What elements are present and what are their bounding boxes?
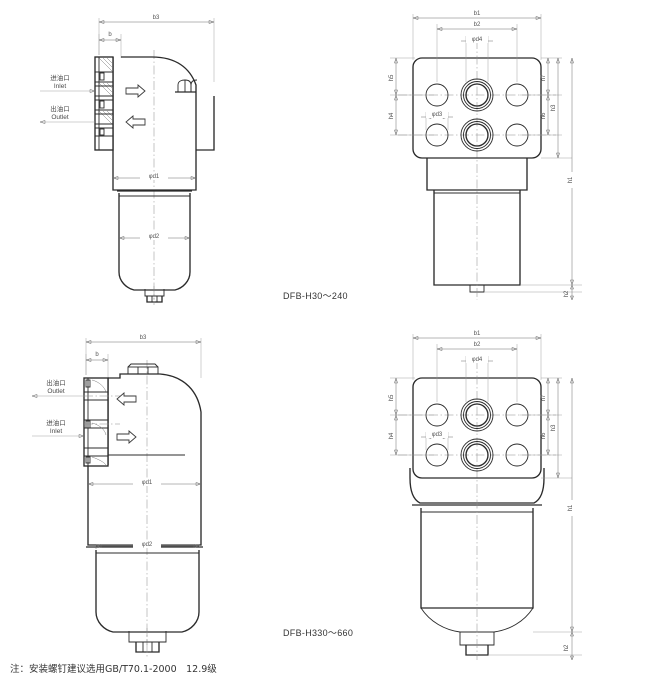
dim-label-h4-upper: h4	[389, 112, 395, 119]
dimension-h1-upper: h1	[520, 57, 582, 286]
plug-caps-lower	[127, 363, 159, 375]
port-label-inlet-en-upper: Inlet	[54, 83, 66, 90]
dimension-d4-upper: φd4	[461, 35, 493, 82]
housing-block-upper	[112, 150, 197, 191]
dim-label-d4-lower: φd4	[472, 357, 483, 363]
port-bore-upper-1	[460, 78, 494, 112]
port-label-outlet-en-lower: Outlet	[47, 388, 65, 395]
dimension-d1-lower: φd1	[87, 478, 202, 486]
dimension-h4-upper: h4	[389, 94, 434, 136]
port-flange-lower	[83, 377, 120, 467]
dim-label-h7-upper: h7	[541, 74, 547, 81]
dim-label-d2-upper: φd2	[149, 234, 160, 240]
installation-note: 注：安装螺钉建议选用GB/T70.1-2000 12.9级	[10, 663, 217, 675]
flow-arrow-in-upper	[125, 84, 146, 98]
head-curve-upper	[121, 56, 197, 92]
bowl-outline-lower	[95, 550, 200, 633]
dim-label-h2-upper: h2	[564, 290, 570, 297]
dim-label-h6-upper: h6	[541, 112, 547, 119]
dim-label-b2-lower: b2	[474, 342, 481, 348]
dim-label-b1-lower: b1	[474, 331, 481, 337]
head-right-upper	[196, 96, 215, 151]
dim-label-d1-lower: φd1	[142, 480, 153, 486]
dim-label-h5-lower: h5	[389, 394, 395, 401]
dim-label-d4-upper: φd4	[472, 37, 483, 43]
top-view-lower: b1 b2 φd4 φd3	[389, 331, 582, 661]
port-label-outlet-en-upper: Outlet	[51, 114, 69, 121]
dimension-h2-upper: h2	[484, 284, 582, 301]
flow-arrow-out-lower	[116, 392, 137, 406]
dim-label-h7-lower: h7	[541, 394, 547, 401]
port-label-inlet-cn-lower: 进油口	[46, 418, 66, 427]
dim-label-h5-upper: h5	[389, 74, 395, 81]
dim-label-h4-lower: h4	[389, 432, 395, 439]
dim-label-b-lower: b	[95, 352, 99, 358]
dimension-h5-lower: h5	[389, 377, 434, 416]
dimension-d3-upper: φd3	[421, 110, 453, 130]
port-flange-upper	[94, 56, 114, 151]
drain-plug-lower	[128, 628, 167, 657]
drain-plug-upper	[144, 286, 165, 305]
port-label-outlet-cn-upper: 出油口	[50, 104, 70, 113]
port-label-outlet-upper: 出油口 Outlet	[39, 104, 95, 124]
bowl-outline-upper	[118, 193, 191, 291]
dimension-h2-lower: h2	[488, 631, 582, 661]
flow-arrow-in-lower	[116, 430, 137, 444]
dimension-d2-lower-final: φd2	[95, 540, 200, 548]
port-bore-lower-1	[460, 398, 494, 432]
dim-label-h2-lower: h2	[564, 644, 570, 651]
dimension-b3-lower: b3	[85, 335, 202, 378]
dimension-b1-lower: b1	[412, 331, 542, 380]
front-view-lower: b3 b	[31, 335, 203, 657]
model-label-upper: DFB-H30～240	[283, 291, 348, 301]
plug-caps-upper	[177, 79, 198, 92]
dim-label-h3-upper: h3	[551, 104, 557, 111]
port-bore-upper-2	[460, 118, 494, 152]
dimension-d4-lower: φd4	[461, 355, 493, 402]
dimension-h3-upper: h3	[541, 57, 572, 159]
port-label-inlet-upper: 进油口 Inlet	[40, 73, 96, 93]
dim-label-h1-upper: h1	[568, 176, 574, 183]
dimension-h7-lower: h7	[520, 377, 562, 416]
dimension-h6-lower: h6	[520, 414, 562, 456]
dimension-b-upper: b	[98, 32, 122, 58]
port-label-inlet-lower: 进油口 Inlet	[32, 418, 85, 438]
dimension-h7-upper: h7	[520, 57, 562, 96]
dim-label-b3-upper: b3	[153, 15, 160, 21]
dim-label-b-upper: b	[108, 32, 112, 38]
dim-label-d3-upper: φd3	[432, 112, 443, 118]
port-label-outlet-lower: 出油口 Outlet	[31, 378, 84, 398]
dimension-d1-upper: φd1	[112, 172, 197, 180]
flow-arrow-out-upper	[125, 115, 146, 129]
top-view-upper: b1 b2 φd4 φd3	[389, 11, 582, 301]
dimension-b2-upper: b2	[436, 22, 518, 82]
port-label-inlet-en-lower: Inlet	[50, 428, 62, 435]
dimension-h4-lower: h4	[389, 414, 434, 456]
dimension-h6-upper: h6	[520, 94, 562, 136]
dim-label-b3-lower: b3	[140, 335, 147, 341]
dimension-h5-upper: h5	[389, 57, 434, 96]
dim-label-h3-lower: h3	[551, 424, 557, 431]
dimension-b-lower: b	[85, 352, 109, 378]
body-below-plate-upper	[426, 158, 528, 191]
dimension-d2-upper: φd2	[118, 232, 191, 240]
dimension-d3-lower: φd3	[421, 430, 453, 450]
dim-label-d2-lower: φd2	[142, 542, 153, 548]
dimension-b1-upper: b1	[412, 11, 542, 60]
dim-label-d3-lower: φd3	[432, 432, 443, 438]
dimension-b2-lower: b2	[436, 342, 518, 402]
model-label-lower: DFB-H330～660	[283, 628, 353, 638]
dim-label-h1-lower: h1	[568, 504, 574, 511]
dim-label-b1-upper: b1	[474, 11, 481, 17]
dim-label-h6-lower: h6	[541, 432, 547, 439]
dim-label-d1-upper: φd1	[149, 174, 160, 180]
front-view-upper: b3 b	[39, 15, 215, 305]
dimension-h1-lower: h1	[533, 377, 582, 633]
port-bore-lower-2	[460, 438, 494, 472]
port-label-outlet-cn-lower: 出油口	[46, 378, 66, 387]
dimension-h3-lower: h3	[541, 377, 572, 479]
dim-label-b2-upper: b2	[474, 22, 481, 28]
port-label-inlet-cn-upper: 进油口	[50, 73, 70, 82]
